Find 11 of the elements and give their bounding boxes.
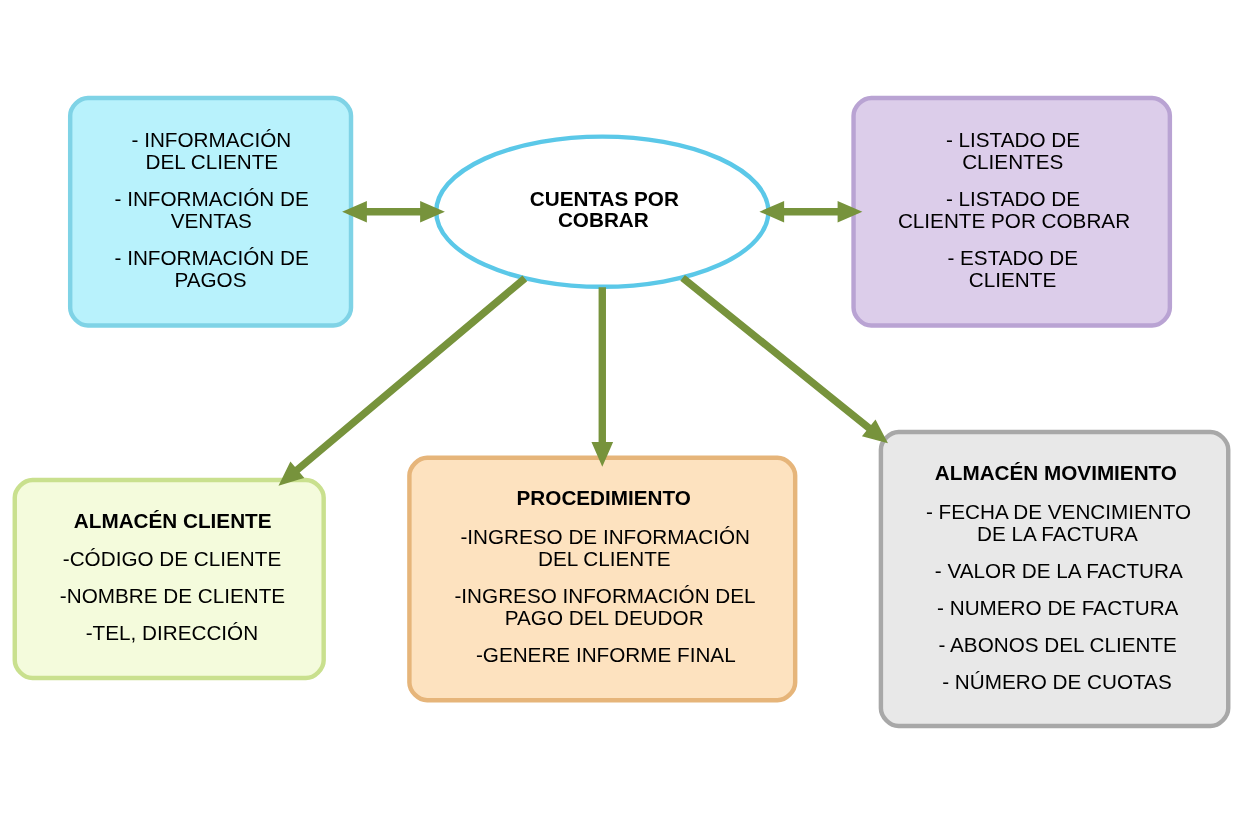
node-box: - LISTADO DE CLIENTES - LISTADO DE CLIENTE POR COBRAR - ESTADO DE CLIENTE — [851, 95, 1173, 328]
node-box: ALMACÉN MOVIMIENTO - FECHA DE VENCIMIENTO DE LA FACTURA - VALOR DE LA FACTURA - NUMERO DE FACTURA - ABONOS DEL CLIENTE - NÚMERO DE CUOTAS — [878, 429, 1231, 728]
node-box: PROCEDIMIENTO -INGRESO DE INFORMACIÓN DEL CLIENTE -INGRESO INFORMACIÓN DEL PAGO DEL DEUDOR -GENERE INFORME FINAL — [407, 455, 798, 702]
node-box: - INFORMACIÓN DEL CLIENTE - INFORMACIÓN DE VENTAS - INFORMACIÓN DE PAGOS — [67, 95, 354, 328]
arrow — [591, 286, 614, 467]
arrow — [759, 200, 863, 223]
node-ellipse: CUENTAS POR COBRAR — [434, 133, 771, 289]
arrow — [278, 275, 528, 486]
node-box: ALMACÉN CLIENTE -CÓDIGO DE CLIENTE -NOMBRE DE CLIENTE -TEL, DIRECCIÓN — [12, 477, 326, 680]
arrow — [680, 274, 888, 443]
arrow — [342, 200, 445, 223]
